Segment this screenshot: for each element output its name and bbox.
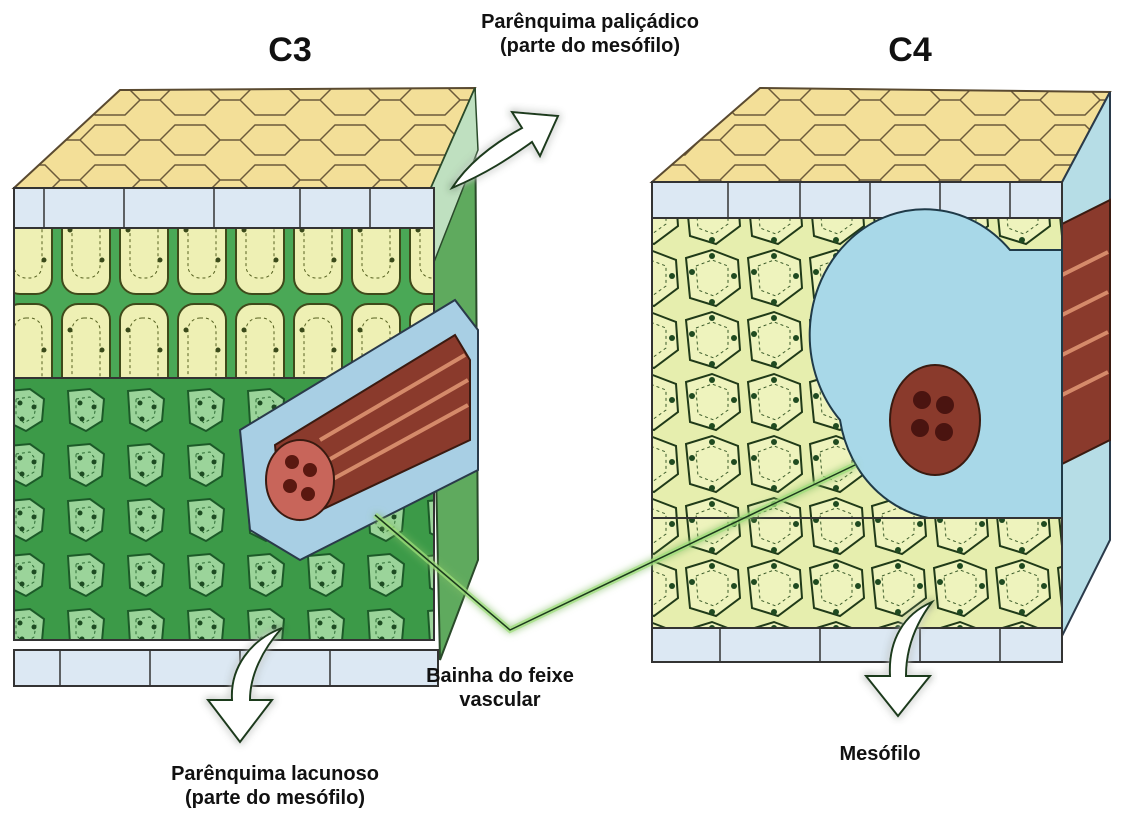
c3-lower-epidermis [14,650,438,686]
c4-upper-epidermis [652,182,1062,218]
c4-leaf-block [652,88,1110,662]
c3-cuticle-top [14,88,475,190]
c3-title: C3 [250,30,330,71]
spongy-label-line2: (parte do mesófilo) [110,786,440,810]
spongy-label-line1: Parênquima lacunoso [110,762,440,786]
spongy-label: Parênquima lacunoso (parte do mesófilo) [110,762,440,810]
c3-leaf-block [14,88,478,686]
mesophyll-label: Mesófilo [800,742,960,766]
c4-title: C4 [870,30,950,71]
bundle-sheath-label-line2: vascular [380,688,620,712]
c4-cuticle-top [652,88,1110,186]
bundle-sheath-label-line1: Bainha do feixe [380,664,620,688]
palisade-label-line2: (parte do mesófilo) [420,34,760,58]
palisade-label-line1: Parênquima paliçádico [420,10,760,34]
palisade-label: Parênquima paliçádico (parte do mesófilo… [420,10,760,58]
c3-upper-epidermis [14,188,434,228]
bundle-sheath-label: Bainha do feixe vascular [380,664,620,712]
